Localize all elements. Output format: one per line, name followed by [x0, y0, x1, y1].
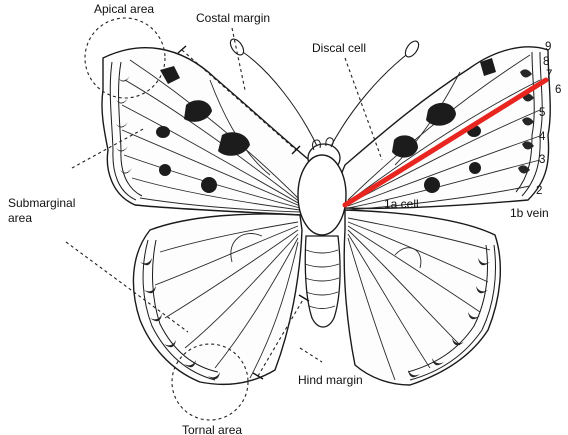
butterfly-body — [229, 38, 420, 328]
highlight-line — [342, 77, 549, 208]
right-forewing — [339, 46, 551, 211]
tornal-area-label: Tornal area — [182, 423, 242, 435]
right-hindwing — [343, 209, 502, 386]
cell-1a-label: 1a cell — [384, 197, 419, 211]
vein-number-4: 4 — [539, 131, 546, 143]
discal-cell-pointer — [344, 57, 383, 161]
hind-margin-pointer — [299, 347, 323, 363]
apical-area-label: Apical area — [94, 2, 154, 16]
vein-number-2: 2 — [536, 185, 542, 197]
costal-margin-tick-start — [177, 45, 187, 54]
left-forewing — [101, 47, 317, 216]
tornal-area-circle — [171, 343, 249, 421]
vein-1b-label: 1b vein — [510, 206, 549, 220]
submarginal-area-label-line1: Submarginal — [8, 196, 75, 210]
hind-margin-tick-end — [298, 294, 310, 302]
vein-number-7: 7 — [546, 69, 552, 81]
costal-margin-pointer — [231, 27, 246, 91]
submarginal-pointer-upper — [71, 127, 146, 169]
costal-margin-tick-end — [291, 145, 301, 155]
costal-margin-label: Costal margin — [196, 11, 270, 25]
submarginal-pointer-lower — [65, 241, 189, 333]
submarginal-area-label-line2: area — [8, 211, 32, 225]
left-hindwing — [132, 213, 303, 385]
apical-area-circle — [84, 17, 166, 99]
hind-margin-tick-start — [252, 372, 264, 380]
vein-number-8: 8 — [543, 56, 549, 68]
discal-cell-label: Discal cell — [312, 41, 366, 55]
vein-number-3: 3 — [539, 154, 545, 166]
vein-number-5: 5 — [539, 107, 545, 119]
hind-margin-label: Hind margin — [298, 373, 363, 387]
vein-number-6: 6 — [555, 84, 561, 96]
vein-number-9: 9 — [545, 41, 551, 53]
costal-margin-bracket — [181, 49, 297, 151]
